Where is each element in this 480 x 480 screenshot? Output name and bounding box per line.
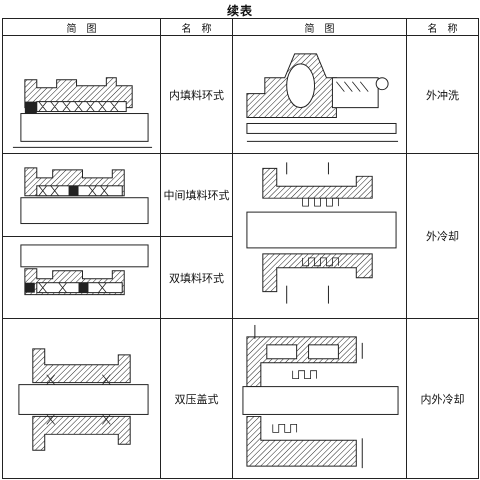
name-double-gland: 双压盖式: [160, 318, 233, 480]
seal-types-table: 简 图 名 称 简 图 名 称 内填料环式: [2, 18, 479, 480]
table-row: 双压盖式 内外: [2, 318, 479, 480]
name-double-packing-ring: 双填料环式: [160, 235, 233, 320]
name-external-flush: 外冲洗: [406, 34, 479, 155]
name-inner-packing-ring: 内填料环式: [160, 34, 233, 155]
double-gland-diagram: [2, 318, 161, 480]
header-name-left: 名 称: [160, 18, 233, 36]
seal-drawing: [246, 53, 399, 142]
external-flush-diagram: [232, 34, 407, 155]
table-row: 内填料环式 外冲洗: [2, 34, 479, 155]
table-row: 双填料环式: [2, 235, 479, 320]
table-row: 中间填料环式 外冷却: [2, 153, 479, 320]
middle-packing-ring-diagram: [2, 153, 161, 237]
external-cooling-diagram: [232, 153, 407, 320]
header-name-right: 名 称: [406, 18, 479, 36]
seal-drawing: [12, 77, 153, 148]
seal-drawing: [20, 167, 149, 225]
header-diagram-right: 简 图: [232, 18, 407, 36]
name-internal-external-cooling: 内外冷却: [406, 318, 479, 480]
header-row: 简 图 名 称 简 图 名 称: [2, 18, 479, 36]
seal-drawing: [246, 162, 397, 304]
seal-drawing: [20, 244, 149, 295]
header-diagram-left: 简 图: [2, 18, 161, 36]
name-middle-packing-ring: 中间填料环式: [160, 153, 233, 237]
double-packing-ring-diagram: [2, 235, 161, 320]
name-external-cooling: 外冷却: [406, 153, 479, 320]
inner-packing-ring-diagram: [2, 34, 161, 155]
seal-drawing: [242, 325, 399, 469]
internal-external-cooling-diagram: [232, 318, 407, 480]
seal-drawing: [18, 348, 149, 451]
table-title: 续表: [226, 4, 253, 18]
